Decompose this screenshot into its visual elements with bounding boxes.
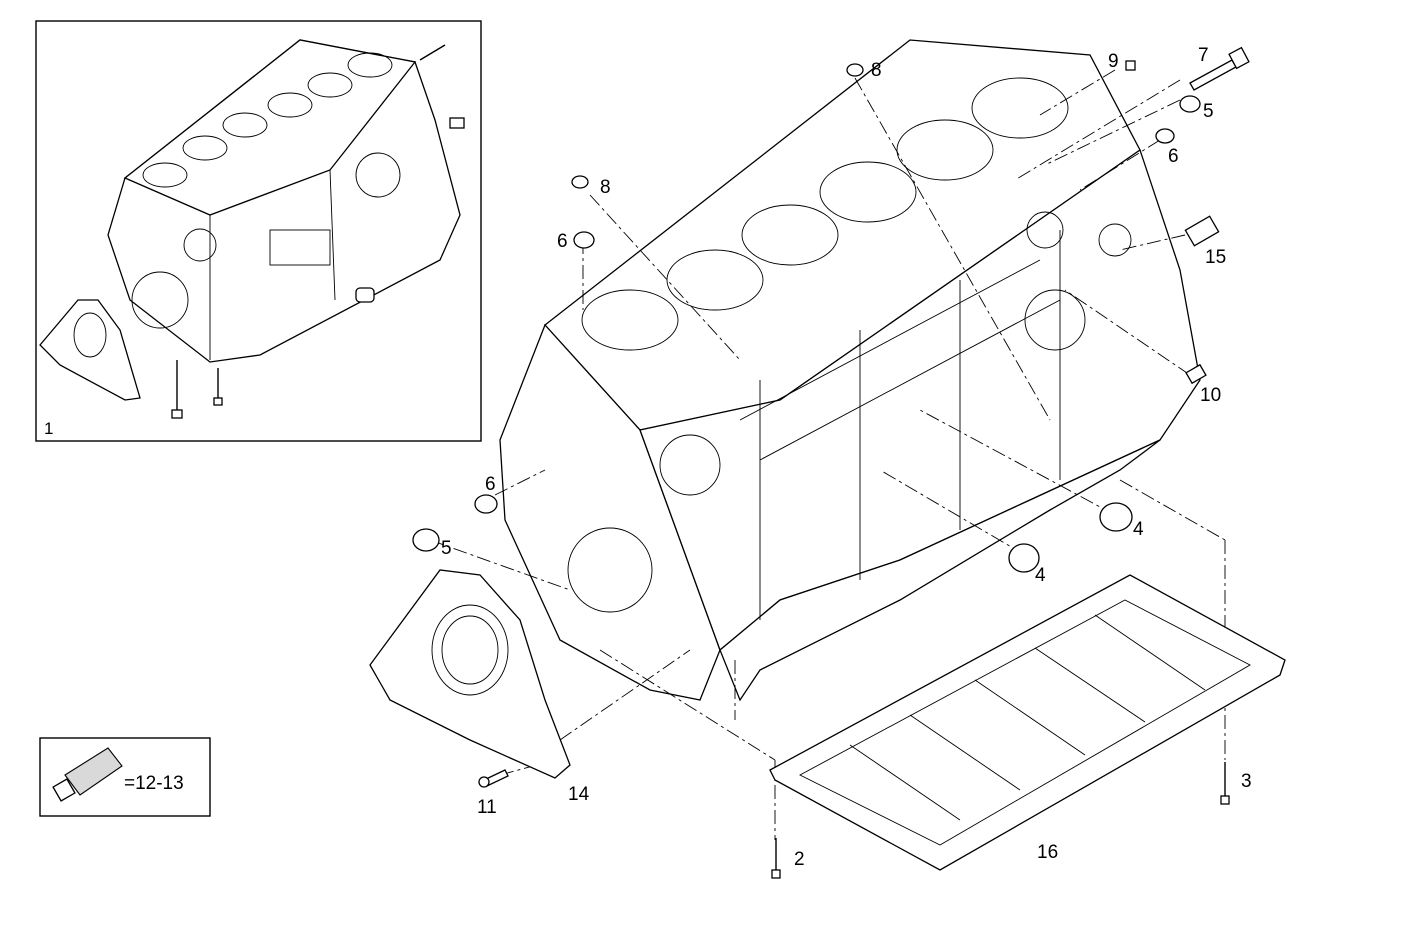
ring-5-upper-icon — [1179, 95, 1201, 113]
ring-6-front-icon — [474, 494, 498, 514]
inset-bolts-icon — [171, 44, 465, 419]
bolt-7-icon — [1189, 46, 1250, 91]
seal-cover-14-icon — [369, 569, 571, 779]
callout-6-front: 6 — [485, 474, 496, 495]
oil-pan-frame-16-icon — [769, 574, 1286, 871]
callout-10: 10 — [1200, 385, 1222, 406]
plug-10-icon — [1185, 363, 1207, 385]
callout-9: 9 — [1108, 51, 1119, 72]
bolt-2-icon — [771, 838, 781, 879]
bolt-3-icon — [1220, 762, 1230, 805]
sealant-kit-box — [39, 737, 211, 817]
ring-5-front-icon — [412, 528, 440, 552]
leader-lines — [429, 69, 1226, 840]
callout-7: 7 — [1198, 45, 1209, 66]
sealant-tube-icon — [52, 747, 123, 802]
callout-16: 16 — [1037, 842, 1059, 863]
bushing-4-left-icon — [1008, 543, 1040, 573]
ring-6-upper-icon — [1155, 128, 1175, 144]
callout-2: 2 — [794, 849, 805, 870]
cap-6-left-icon — [573, 231, 595, 249]
callout-8-upper: 8 — [871, 60, 882, 81]
callout-5-upper: 5 — [1203, 101, 1214, 122]
callout-6-upper: 6 — [1168, 146, 1179, 167]
inset-assembly-label: 1 — [44, 419, 54, 438]
callout-15: 15 — [1205, 247, 1227, 268]
plug-15-icon — [1184, 215, 1220, 247]
callout-14: 14 — [568, 784, 590, 805]
inset-engine-block-icon — [107, 39, 461, 363]
plug-9-icon — [1125, 60, 1136, 71]
callout-4-right: 4 — [1133, 519, 1144, 540]
bushing-4-right-icon — [1099, 502, 1133, 532]
inset-assembly-box — [35, 20, 482, 442]
sealant-kit-label: =12-13 — [124, 773, 184, 794]
plug-8-upper-icon — [846, 63, 864, 77]
engine-block-icon — [499, 39, 1201, 702]
callout-11: 11 — [477, 797, 497, 818]
bolt-11-icon — [478, 769, 509, 788]
plug-8-lower-icon — [571, 175, 589, 189]
callout-6-left: 6 — [557, 231, 568, 252]
inset-seal-cover-icon — [39, 299, 141, 401]
callout-3: 3 — [1241, 771, 1252, 792]
callout-4-left: 4 — [1035, 565, 1046, 586]
callout-5-front: 5 — [441, 538, 452, 559]
callout-8-lower: 8 — [600, 177, 611, 198]
